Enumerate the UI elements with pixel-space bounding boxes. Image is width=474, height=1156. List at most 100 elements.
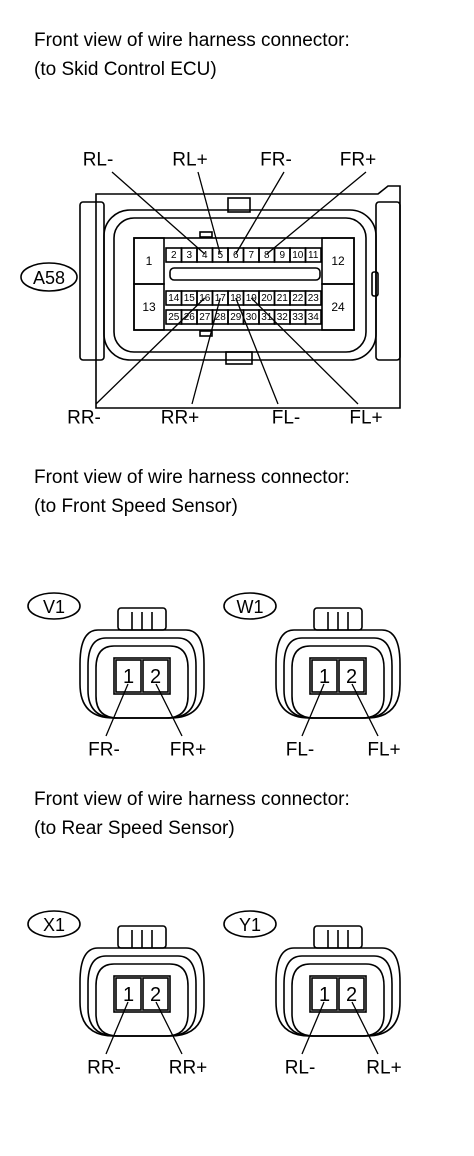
sensor-body-outline: [291, 645, 385, 719]
ecu-pin-label: 20: [261, 293, 273, 304]
sensor-pin-label: 2: [346, 984, 357, 1006]
ecu-leader-line: [111, 171, 206, 255]
sensor-wire-label: RL+: [366, 1058, 401, 1079]
ecu-pin-label: 7: [248, 250, 254, 261]
sensor-leader-line: [351, 683, 379, 737]
sensor-tag-oval: [223, 592, 277, 620]
ecu-pin-label-large: 12: [331, 254, 345, 268]
ecu-pin-label: 5: [217, 250, 223, 261]
ecu-pin-label: 3: [186, 250, 192, 261]
ecu-right-latch: [375, 201, 401, 361]
sensor-cavity: [311, 977, 338, 1011]
ecu-leader-line: [95, 297, 206, 405]
sensor-pin-label: 2: [150, 666, 161, 688]
sensor-leader-line: [105, 683, 129, 737]
sensor-wire-label: FR+: [170, 740, 206, 761]
ecu-pin-label: 33: [292, 312, 304, 323]
sensor-wire-label: RL-: [285, 1058, 316, 1079]
ecu-key-notch: [199, 330, 213, 337]
ecu-pin-label: 29: [230, 312, 242, 323]
ecu-wire-label-top: RL+: [172, 150, 207, 171]
ecu-pin-label: 21: [277, 293, 289, 304]
caption-rear-sensor: Front view of wire harness connector: (t…: [34, 785, 350, 843]
ecu-pin-label: 27: [199, 312, 211, 323]
caption-front-line1: Front view of wire harness connector:: [34, 467, 350, 488]
sensor-body-outline: [95, 645, 189, 719]
sensor-body-outline: [275, 947, 401, 1037]
ecu-pin-label: 30: [246, 312, 258, 323]
caption-ecu-line1: Front view of wire harness connector:: [34, 30, 350, 51]
sensor-wire-label: FL+: [367, 740, 400, 761]
ecu-bottom-lock: [225, 351, 253, 365]
ecu-tag-label: A58: [33, 268, 65, 288]
ecu-pin-label-large: 24: [331, 300, 345, 314]
sensor-body-outline: [79, 947, 205, 1037]
ecu-pin-label: 23: [308, 293, 320, 304]
sensor-cavity: [142, 659, 169, 693]
sensor-connector-y1: [223, 910, 401, 1055]
ecu-wire-label-bottom: RR-: [67, 408, 101, 429]
sensor-pin-label: 2: [150, 984, 161, 1006]
ecu-pin-label: 28: [215, 312, 227, 323]
ecu-leader-line: [191, 297, 221, 405]
sensor-cavity: [115, 977, 142, 1011]
ecu-pin-label: 32: [277, 312, 289, 323]
sensor-body-outline: [95, 963, 189, 1037]
sensor-pin-block: [113, 657, 171, 695]
sensor-cavity: [338, 977, 365, 1011]
ecu-pin-label: 25: [168, 312, 180, 323]
sensor-tag-oval: [27, 910, 81, 938]
sensor-body-outline: [79, 629, 205, 719]
ecu-pin-label: 4: [202, 250, 208, 261]
sensor-pin-label: 1: [123, 984, 134, 1006]
caption-rear-line1: Front view of wire harness connector:: [34, 789, 350, 810]
caption-rear-line2: (to Rear Speed Sensor): [34, 818, 235, 839]
sensor-cavity: [115, 659, 142, 693]
ecu-cavity: [304, 309, 322, 325]
sensor-connector-v1: [27, 592, 205, 737]
sensor-body-outline: [291, 963, 385, 1037]
ecu-pin-label: 6: [233, 250, 239, 261]
ecu-key-notch: [199, 231, 213, 238]
sensor-connector-w1: [223, 592, 401, 737]
sensor-body-outline: [283, 955, 393, 1037]
ecu-pin-label: 15: [184, 293, 196, 304]
sensor-wire-label: RR-: [87, 1058, 121, 1079]
sensor-wire-label: FR-: [88, 740, 120, 761]
ecu-pin-label: 18: [230, 293, 242, 304]
caption-ecu: Front view of wire harness connector: (t…: [34, 26, 350, 84]
ecu-pin-label: 8: [264, 250, 270, 261]
caption-front-line2: (to Front Speed Sensor): [34, 496, 238, 517]
sensor-leader-line: [301, 1001, 325, 1055]
sensor-cavity: [142, 977, 169, 1011]
sensor-pin-block: [309, 657, 367, 695]
sensor-leader-line: [301, 683, 325, 737]
ecu-tag-oval: [20, 262, 78, 292]
sensor-pin-label: 1: [319, 984, 330, 1006]
ecu-pin-label: 9: [279, 250, 285, 261]
sensor-leader-line: [155, 683, 183, 737]
ecu-pin-label: 34: [308, 312, 320, 323]
ecu-left-latch: [79, 201, 105, 361]
ecu-shell: [95, 185, 401, 409]
sensor-connectors: [27, 592, 401, 1055]
ecu-leader-line: [235, 297, 279, 405]
caption-front-sensor: Front view of wire harness connector: (t…: [34, 463, 350, 521]
sensor-connector-x1: [27, 910, 205, 1055]
sensor-tag-label: Y1: [239, 915, 261, 935]
ecu-leader-line: [266, 171, 367, 255]
caption-ecu-line2: (to Skid Control ECU): [34, 59, 217, 80]
sensor-cavity: [311, 659, 338, 693]
sensor-body-outline: [275, 629, 401, 719]
ecu-pin-label: 16: [199, 293, 211, 304]
sensor-tag-label: V1: [43, 597, 65, 617]
ecu-cavity: [304, 290, 322, 306]
ecu-wire-label-bottom: FL-: [272, 408, 301, 429]
ecu-wire-label-top: RL-: [83, 150, 114, 171]
sensor-leader-line: [155, 1001, 183, 1055]
ecu-pin-label: 10: [292, 250, 304, 261]
sensor-cavity: [338, 659, 365, 693]
sensor-tag-label: W1: [237, 597, 264, 617]
